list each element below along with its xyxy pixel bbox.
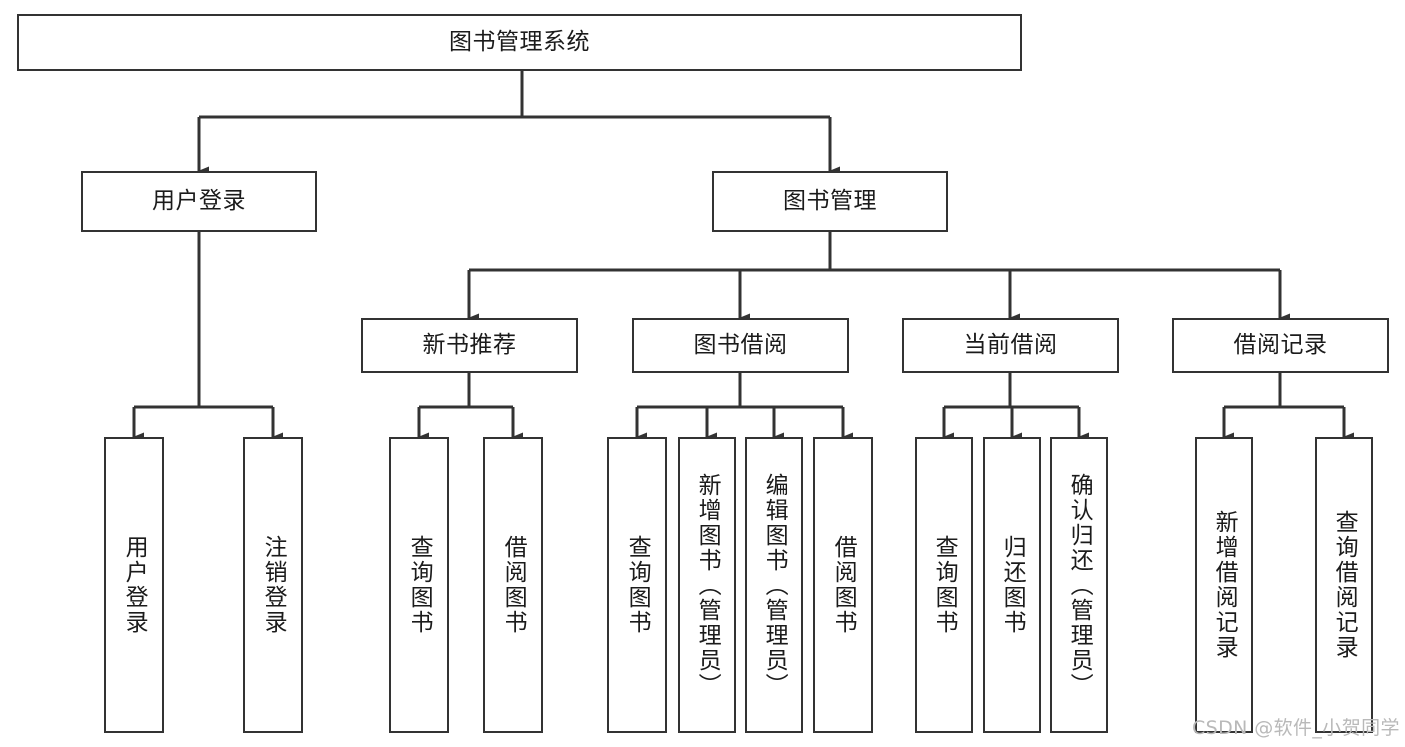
node-leaf-recommend-borrow: 借阅图书 <box>483 437 543 733</box>
node-label: 查询图书 <box>406 535 433 635</box>
node-leaf-current-confirm: 确认归还（管理员） <box>1050 437 1108 733</box>
node-leaf-current-return: 归还图书 <box>983 437 1041 733</box>
node-label: 图书管理系统 <box>449 29 590 56</box>
node-label: 查询借阅记录 <box>1331 510 1358 660</box>
node-leaf-user-login: 用户登录 <box>104 437 164 733</box>
node-leaf-recommend-query: 查询图书 <box>389 437 449 733</box>
node-leaf-user-logout: 注销登录 <box>243 437 303 733</box>
node-label: 归还图书 <box>999 535 1026 635</box>
node-book-manage: 图书管理 <box>712 171 948 232</box>
node-label: 查询图书 <box>624 535 651 635</box>
node-root: 图书管理系统 <box>17 14 1022 71</box>
tree-connectors <box>132 71 1354 442</box>
node-label: 新增图书（管理员） <box>694 472 721 698</box>
node-label: 图书管理 <box>783 188 877 215</box>
node-label: 借阅记录 <box>1233 332 1328 359</box>
node-label: 注销登录 <box>260 535 287 635</box>
node-user-login: 用户登录 <box>81 171 317 232</box>
node-label: 图书借阅 <box>693 332 788 359</box>
node-leaf-borrow-query: 查询图书 <box>607 437 667 733</box>
node-label: 确认归还（管理员） <box>1066 472 1093 698</box>
node-label: 当前借阅 <box>963 332 1058 359</box>
node-leaf-record-add: 新增借阅记录 <box>1195 437 1253 733</box>
node-label: 新增借阅记录 <box>1211 510 1238 660</box>
node-label: 编辑图书（管理员） <box>761 472 788 698</box>
node-label: 用户登录 <box>152 188 246 215</box>
node-leaf-current-query: 查询图书 <box>915 437 973 733</box>
node-new-book-recommend: 新书推荐 <box>361 318 578 373</box>
node-book-borrow: 图书借阅 <box>632 318 849 373</box>
node-leaf-borrow-lend: 借阅图书 <box>813 437 873 733</box>
node-current-borrow: 当前借阅 <box>902 318 1119 373</box>
node-leaf-borrow-edit: 编辑图书（管理员） <box>745 437 803 733</box>
node-leaf-record-query: 查询借阅记录 <box>1315 437 1373 733</box>
node-label: 新书推荐 <box>422 332 517 359</box>
node-label: 查询图书 <box>931 535 958 635</box>
node-borrow-record: 借阅记录 <box>1172 318 1389 373</box>
node-leaf-borrow-add: 新增图书（管理员） <box>678 437 736 733</box>
node-label: 借阅图书 <box>500 535 527 635</box>
node-label: 借阅图书 <box>830 535 857 635</box>
node-label: 用户登录 <box>121 535 148 635</box>
